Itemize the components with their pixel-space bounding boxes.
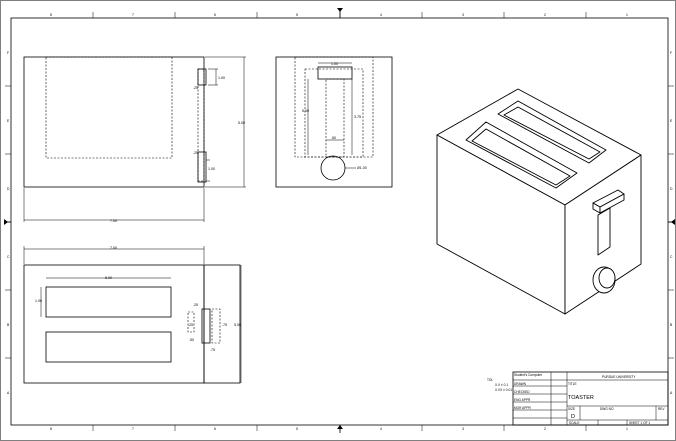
size-value: D [571, 414, 575, 420]
dim-side-lever: .50 [331, 136, 336, 140]
dim-lever-gap: .25 [193, 86, 198, 90]
zone-col-2-bottom: 2 [544, 427, 546, 431]
size-label: SIZE [568, 407, 575, 411]
zone-row-f-right: F [670, 51, 672, 55]
dim-top-slot-width: 1.00 [35, 299, 42, 303]
zone-col-1-bottom: 1 [626, 427, 628, 431]
zone-col-8-bottom: 8 [50, 427, 52, 431]
zone-row-d: D [7, 187, 10, 191]
checked-label: CHECKED [514, 390, 530, 394]
isometric-view [436, 88, 642, 315]
dwg-no-label: DWG NO [600, 407, 614, 411]
tolerance-note: TOL X.X ± 0.1 X.XX ± 0.01 [487, 378, 512, 392]
zone-col-3-bottom: 3 [462, 427, 464, 431]
zone-col-5-bottom: 5 [296, 427, 298, 431]
eng-appr-label: ENG APPR [514, 398, 531, 402]
zone-row-a: A [7, 391, 10, 395]
zone-col-4-bottom: 4 [380, 427, 382, 431]
zone-markers: 8 7 6 5 4 3 2 1 8 7 6 5 4 3 2 1 F E D C … [4, 8, 675, 433]
top-view: 7.00 5.00 1.00 5.00 .25 .25 .50 .75 .75 [23, 246, 242, 384]
dim-top-lever-w: .25 [188, 323, 193, 327]
dim-top-small: .25 [193, 303, 198, 307]
zone-col-4: 4 [380, 13, 382, 17]
dim-side-depth: 5.00 [302, 109, 309, 113]
zone-row-f: F [7, 51, 9, 55]
tolerance-label: TOL [487, 378, 493, 382]
dim-top-width: 7.00 [110, 246, 117, 250]
dim-lever-length: 1.00 [218, 76, 225, 80]
zone-col-1: 1 [626, 13, 628, 17]
school-name: PURDUE UNIVERSITY [602, 375, 636, 379]
zone-col-8: 8 [50, 13, 52, 17]
zone-row-a-right: A [670, 391, 673, 395]
course-name: Student's Computer [514, 373, 543, 377]
drawing-title: TOASTER [568, 395, 594, 401]
dim-top-lever-l: .75 [210, 348, 215, 352]
zone-col-6-bottom: 6 [214, 427, 216, 431]
dim-top-lever-off: .50 [189, 338, 194, 342]
tolerance-line-1: X.X ± 0.1 [495, 383, 508, 387]
zone-row-c-right: C [670, 255, 673, 259]
side-view: Ø1.00 1.00 5.00 3.75 .50 [275, 56, 393, 188]
dim-front-height: 5.00 [238, 121, 245, 125]
zone-col-2: 2 [544, 13, 546, 17]
zone-col-7: 7 [132, 13, 134, 17]
front-view: 1.00 .25 .25 1.00 5.00 7.00 [23, 56, 246, 223]
zone-col-5: 5 [296, 13, 298, 17]
dim-top-slot-length: 5.00 [105, 276, 112, 280]
title-label: TITLE [568, 382, 577, 386]
zone-col-6: 6 [214, 13, 216, 17]
dim-top-lever-depth: .75 [222, 323, 227, 327]
scale-label: SCALE [569, 421, 579, 425]
dim-side-slot-height: 3.75 [354, 115, 361, 119]
rev-label: REV [658, 407, 665, 411]
zone-row-e-right: E [670, 119, 673, 123]
dim-lever-slot: 1.00 [208, 167, 215, 171]
title-block: Student's Computer DRAWN CHECKED ENG APP… [512, 371, 669, 426]
mgr-appr-label: MGR APPR [514, 406, 532, 410]
zone-row-b: B [7, 323, 10, 327]
zone-row-d-right: D [670, 187, 673, 191]
drawn-label: DRAWN [514, 382, 527, 386]
sheet-label: SHEET 1 OF 1 [629, 421, 650, 425]
dim-lever-gap-lower: .25 [193, 151, 198, 155]
zone-row-e: E [7, 119, 10, 123]
dim-top-depth: 5.00 [234, 323, 241, 327]
dim-side-slot-width: 1.00 [331, 62, 338, 66]
zone-row-b-right: B [670, 323, 673, 327]
drawing-frame [10, 17, 669, 426]
dim-front-width: 7.00 [110, 219, 117, 223]
zone-row-c: C [7, 255, 10, 259]
dim-knob-diameter: Ø1.00 [357, 166, 367, 170]
zone-col-7-bottom: 7 [132, 427, 134, 431]
zone-col-3: 3 [462, 13, 464, 17]
tolerance-line-2: X.XX ± 0.01 [495, 388, 512, 392]
